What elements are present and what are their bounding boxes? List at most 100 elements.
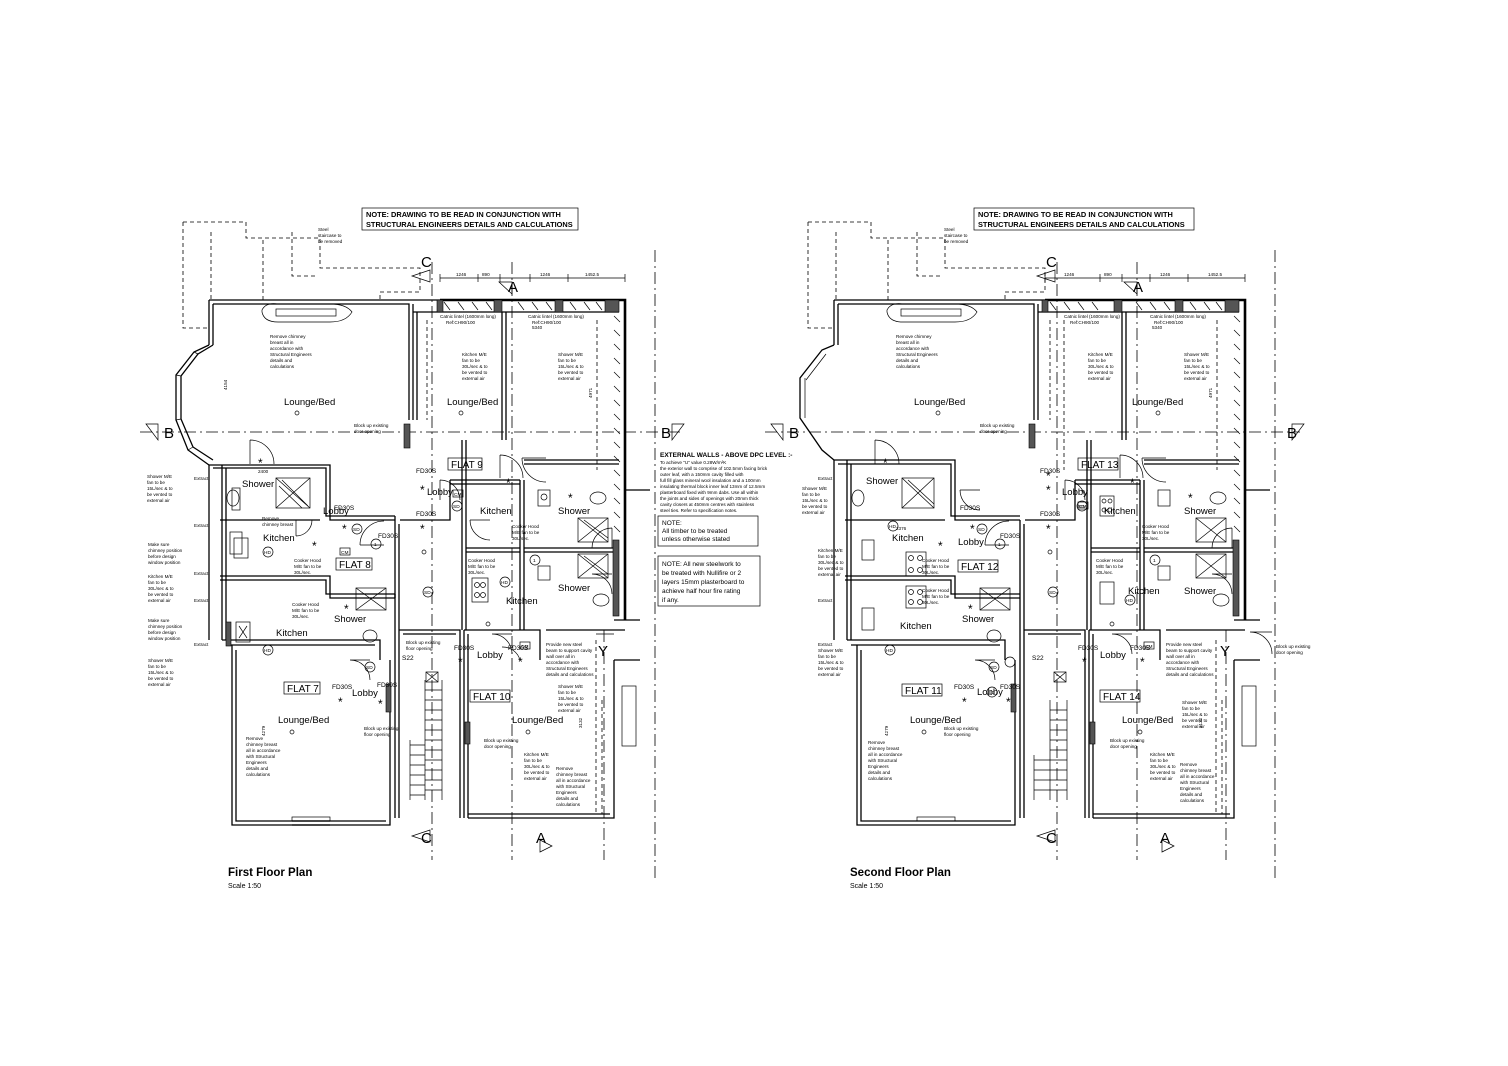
svg-text:Extract: Extract bbox=[818, 598, 833, 603]
svg-text:be vented to: be vented to bbox=[1182, 718, 1208, 723]
svg-text:Remove: Remove bbox=[262, 516, 280, 521]
svg-text:fan to be: fan to be bbox=[1150, 758, 1168, 763]
svg-text:30L/sec.: 30L/sec. bbox=[1096, 570, 1113, 575]
svg-text:FD30S: FD30S bbox=[454, 645, 475, 652]
svg-text:fan to be: fan to be bbox=[147, 480, 165, 485]
svg-text:4279: 4279 bbox=[261, 725, 266, 736]
svg-text:5340: 5340 bbox=[532, 325, 543, 330]
svg-text:30L/sec.: 30L/sec. bbox=[922, 570, 939, 575]
svg-text:*: * bbox=[338, 695, 343, 709]
svg-text:external air: external air bbox=[524, 776, 547, 781]
svg-text:Lounge/Bed: Lounge/Bed bbox=[1122, 715, 1173, 726]
svg-text:A: A bbox=[1133, 279, 1143, 296]
svg-text:floor opening: floor opening bbox=[406, 646, 433, 651]
svg-text:if any.: if any. bbox=[662, 597, 679, 604]
second-floor-plan: NOTE: DRAWING TO BE READ IN CONJUNCTION … bbox=[765, 207, 1311, 890]
flat-label: FLAT 8 bbox=[339, 560, 371, 571]
svg-text:Engineers: Engineers bbox=[1180, 786, 1201, 791]
svg-text:1246: 1246 bbox=[1160, 272, 1171, 277]
svg-text:external air: external air bbox=[818, 572, 841, 577]
svg-text:4154: 4154 bbox=[223, 379, 228, 390]
svg-text:CM: CM bbox=[341, 550, 348, 556]
svg-text:Block up existing: Block up existing bbox=[944, 726, 979, 731]
svg-text:with Structural: with Structural bbox=[868, 758, 897, 763]
svg-text:Extract: Extract bbox=[194, 476, 209, 481]
svg-text:door opening: door opening bbox=[1110, 744, 1137, 749]
room-label: Shower bbox=[558, 506, 590, 517]
svg-text:Cooker Hood: Cooker Hood bbox=[294, 558, 322, 563]
svg-text:chimney position: chimney position bbox=[148, 624, 183, 629]
svg-text:floor opening: floor opening bbox=[364, 732, 391, 737]
svg-text:Extract: Extract bbox=[818, 642, 833, 647]
svg-text:Block up existing: Block up existing bbox=[484, 738, 519, 743]
svg-text:unless otherwise stated: unless otherwise stated bbox=[662, 536, 730, 543]
svg-text:beam to support cavity: beam to support cavity bbox=[546, 648, 593, 653]
svg-text:calculations: calculations bbox=[896, 364, 921, 369]
svg-text:Kitchen M/E: Kitchen M/E bbox=[462, 352, 487, 357]
svg-text:SD: SD bbox=[1049, 590, 1056, 596]
svg-text:*: * bbox=[378, 697, 383, 711]
svg-text:*: * bbox=[458, 655, 463, 669]
svg-text:30L/sec.: 30L/sec. bbox=[292, 614, 309, 619]
svg-text:30L/sec & to: 30L/sec & to bbox=[524, 764, 550, 769]
svg-text:be vented to: be vented to bbox=[148, 676, 174, 681]
second-floor-scale: Scale 1:50 bbox=[850, 883, 883, 890]
section-label-b-right: B bbox=[661, 425, 671, 442]
svg-text:Make sure: Make sure bbox=[148, 618, 170, 623]
svg-text:Kitchen M/E: Kitchen M/E bbox=[148, 574, 173, 579]
svg-text:*: * bbox=[1188, 491, 1193, 505]
svg-text:SD: SD bbox=[453, 504, 460, 510]
flat-label: FLAT 10 bbox=[473, 692, 511, 703]
svg-text:external air: external air bbox=[1088, 376, 1111, 381]
svg-text:SD: SD bbox=[990, 665, 997, 671]
svg-text:Provide new steel: Provide new steel bbox=[1166, 642, 1202, 647]
svg-text:Shower: Shower bbox=[866, 476, 898, 487]
svg-text:A: A bbox=[1160, 830, 1170, 847]
section-label-a-top: A bbox=[508, 279, 518, 296]
svg-text:HD: HD bbox=[1126, 598, 1133, 604]
svg-text:door opening: door opening bbox=[1276, 650, 1303, 655]
svg-text:*: * bbox=[506, 476, 511, 490]
svg-text:external air: external air bbox=[148, 598, 171, 603]
svg-text:SD: SD bbox=[988, 690, 995, 696]
svg-text:breast all in: breast all in bbox=[896, 340, 920, 345]
svg-text:calculations: calculations bbox=[270, 364, 295, 369]
svg-text:all in accordance: all in accordance bbox=[868, 752, 903, 757]
svg-text:Lounge/Bed: Lounge/Bed bbox=[914, 397, 965, 408]
svg-text:1: 1 bbox=[374, 542, 377, 548]
svg-text:Ref:CH90/100: Ref:CH90/100 bbox=[1070, 320, 1100, 325]
svg-text:Extract: Extract bbox=[194, 642, 209, 647]
svg-text:external air: external air bbox=[802, 510, 825, 515]
svg-text:*: * bbox=[1140, 655, 1145, 669]
svg-text:Ref:CH90/100: Ref:CH90/100 bbox=[1154, 320, 1184, 325]
svg-text:*: * bbox=[962, 695, 967, 709]
svg-text:15L/sec & to: 15L/sec & to bbox=[558, 696, 584, 701]
svg-text:accordance with: accordance with bbox=[896, 346, 930, 351]
svg-text:HD: HD bbox=[886, 648, 893, 654]
svg-text:be vented to: be vented to bbox=[1150, 770, 1176, 775]
svg-text:Extract: Extract bbox=[194, 571, 209, 576]
svg-text:Provide new steel: Provide new steel bbox=[546, 642, 582, 647]
svg-text:*: * bbox=[938, 539, 943, 553]
svg-text:3132: 3132 bbox=[578, 717, 583, 728]
svg-text:*: * bbox=[883, 456, 888, 470]
svg-text:Shower M/E: Shower M/E bbox=[818, 648, 843, 653]
svg-text:be vented to: be vented to bbox=[818, 566, 844, 571]
svg-text:all in accordance: all in accordance bbox=[1180, 774, 1215, 779]
svg-text:details and: details and bbox=[246, 766, 269, 771]
svg-text:cavity closers at 450mm centre: cavity closers at 450mm centres with sta… bbox=[660, 502, 755, 507]
svg-text:Cooker Hood: Cooker Hood bbox=[292, 602, 320, 607]
svg-text:Kitchen M/E: Kitchen M/E bbox=[524, 752, 549, 757]
svg-text:30L/sec & to: 30L/sec & to bbox=[462, 364, 488, 369]
svg-text:C: C bbox=[1046, 830, 1057, 847]
svg-text:Catnic lintel (1600mm long): Catnic lintel (1600mm long) bbox=[1064, 314, 1120, 319]
svg-text:before design: before design bbox=[148, 630, 176, 635]
svg-text:30L/sec.: 30L/sec. bbox=[1142, 536, 1159, 541]
svg-text:CM: CM bbox=[454, 492, 461, 498]
svg-text:15L/sec & to: 15L/sec & to bbox=[1184, 364, 1210, 369]
svg-text:SD: SD bbox=[366, 665, 373, 671]
svg-text:STRUCTURAL ENGINEERS DETAILS A: STRUCTURAL ENGINEERS DETAILS AND CALCULA… bbox=[978, 220, 1185, 229]
svg-text:fan to be: fan to be bbox=[558, 690, 576, 695]
svg-text:NOTE: All new steelwork to: NOTE: All new steelwork to bbox=[662, 561, 741, 568]
section-label-y: Y bbox=[598, 643, 608, 660]
